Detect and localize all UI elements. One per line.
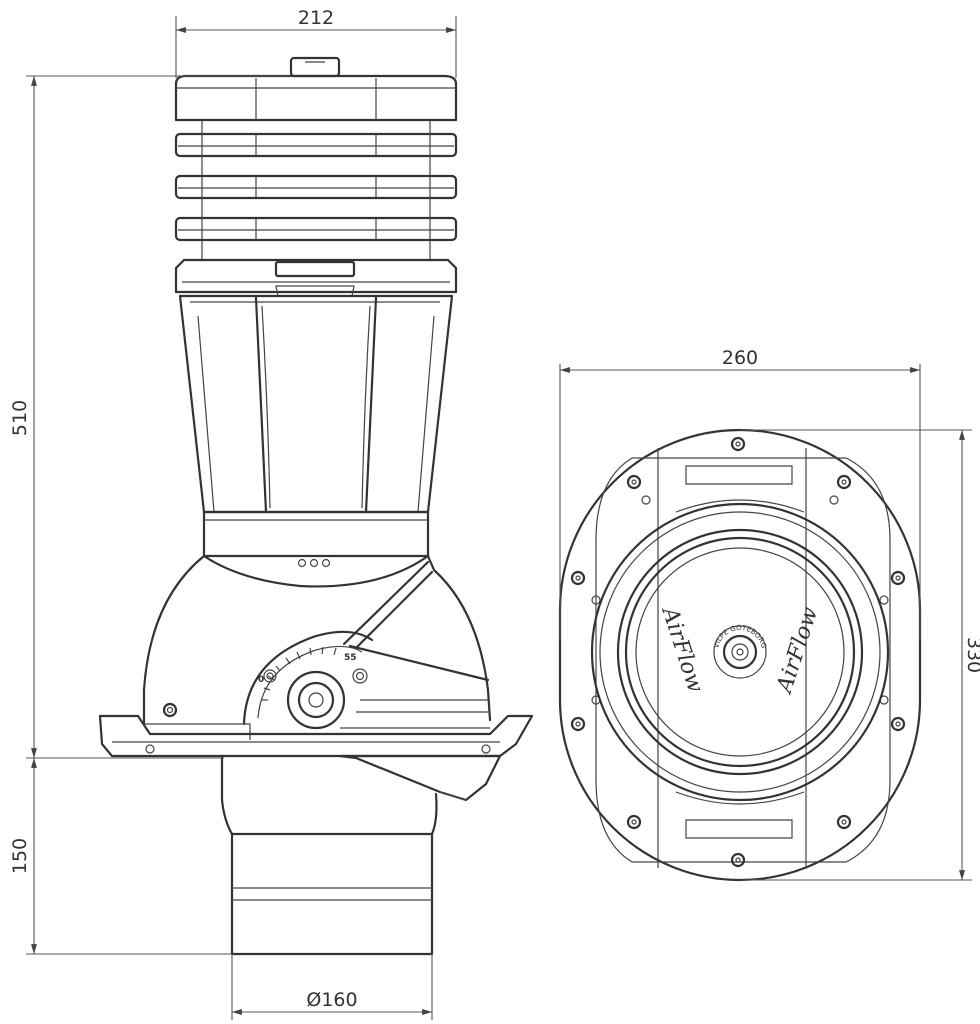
- adjustable-joint: 0 55: [142, 554, 492, 740]
- dim-height-pipe: 150: [9, 838, 31, 874]
- scale-max-label: 55: [344, 653, 357, 663]
- brand-logo-left: AirFlow: [656, 602, 708, 695]
- dim-base-width: 260: [722, 347, 758, 369]
- dim-height-total: 510: [9, 400, 31, 436]
- top-dimensions: 260 330: [559, 347, 980, 881]
- scale-min-label: 0: [258, 675, 264, 685]
- connection-pipe: [220, 754, 438, 956]
- dim-base-length: 330: [963, 637, 980, 673]
- dim-width-top: 212: [298, 7, 334, 29]
- ventilator-cap: [174, 56, 458, 297]
- center-hub: VILPE GOTEBORG: [712, 624, 768, 679]
- top-view: VILPE GOTEBORG AirFlow AirFlow: [558, 428, 922, 882]
- angle-scale-ticks: [262, 646, 337, 701]
- flange-bolts: [570, 436, 906, 868]
- base-flange: [98, 714, 534, 802]
- side-view: 0 55: [98, 56, 534, 956]
- side-dimensions: 212 510 150 Ø160: [9, 7, 457, 1020]
- dim-pipe-diameter: Ø160: [306, 989, 357, 1011]
- brand-logo-right: AirFlow: [772, 604, 824, 697]
- ventilator-body: [178, 294, 454, 568]
